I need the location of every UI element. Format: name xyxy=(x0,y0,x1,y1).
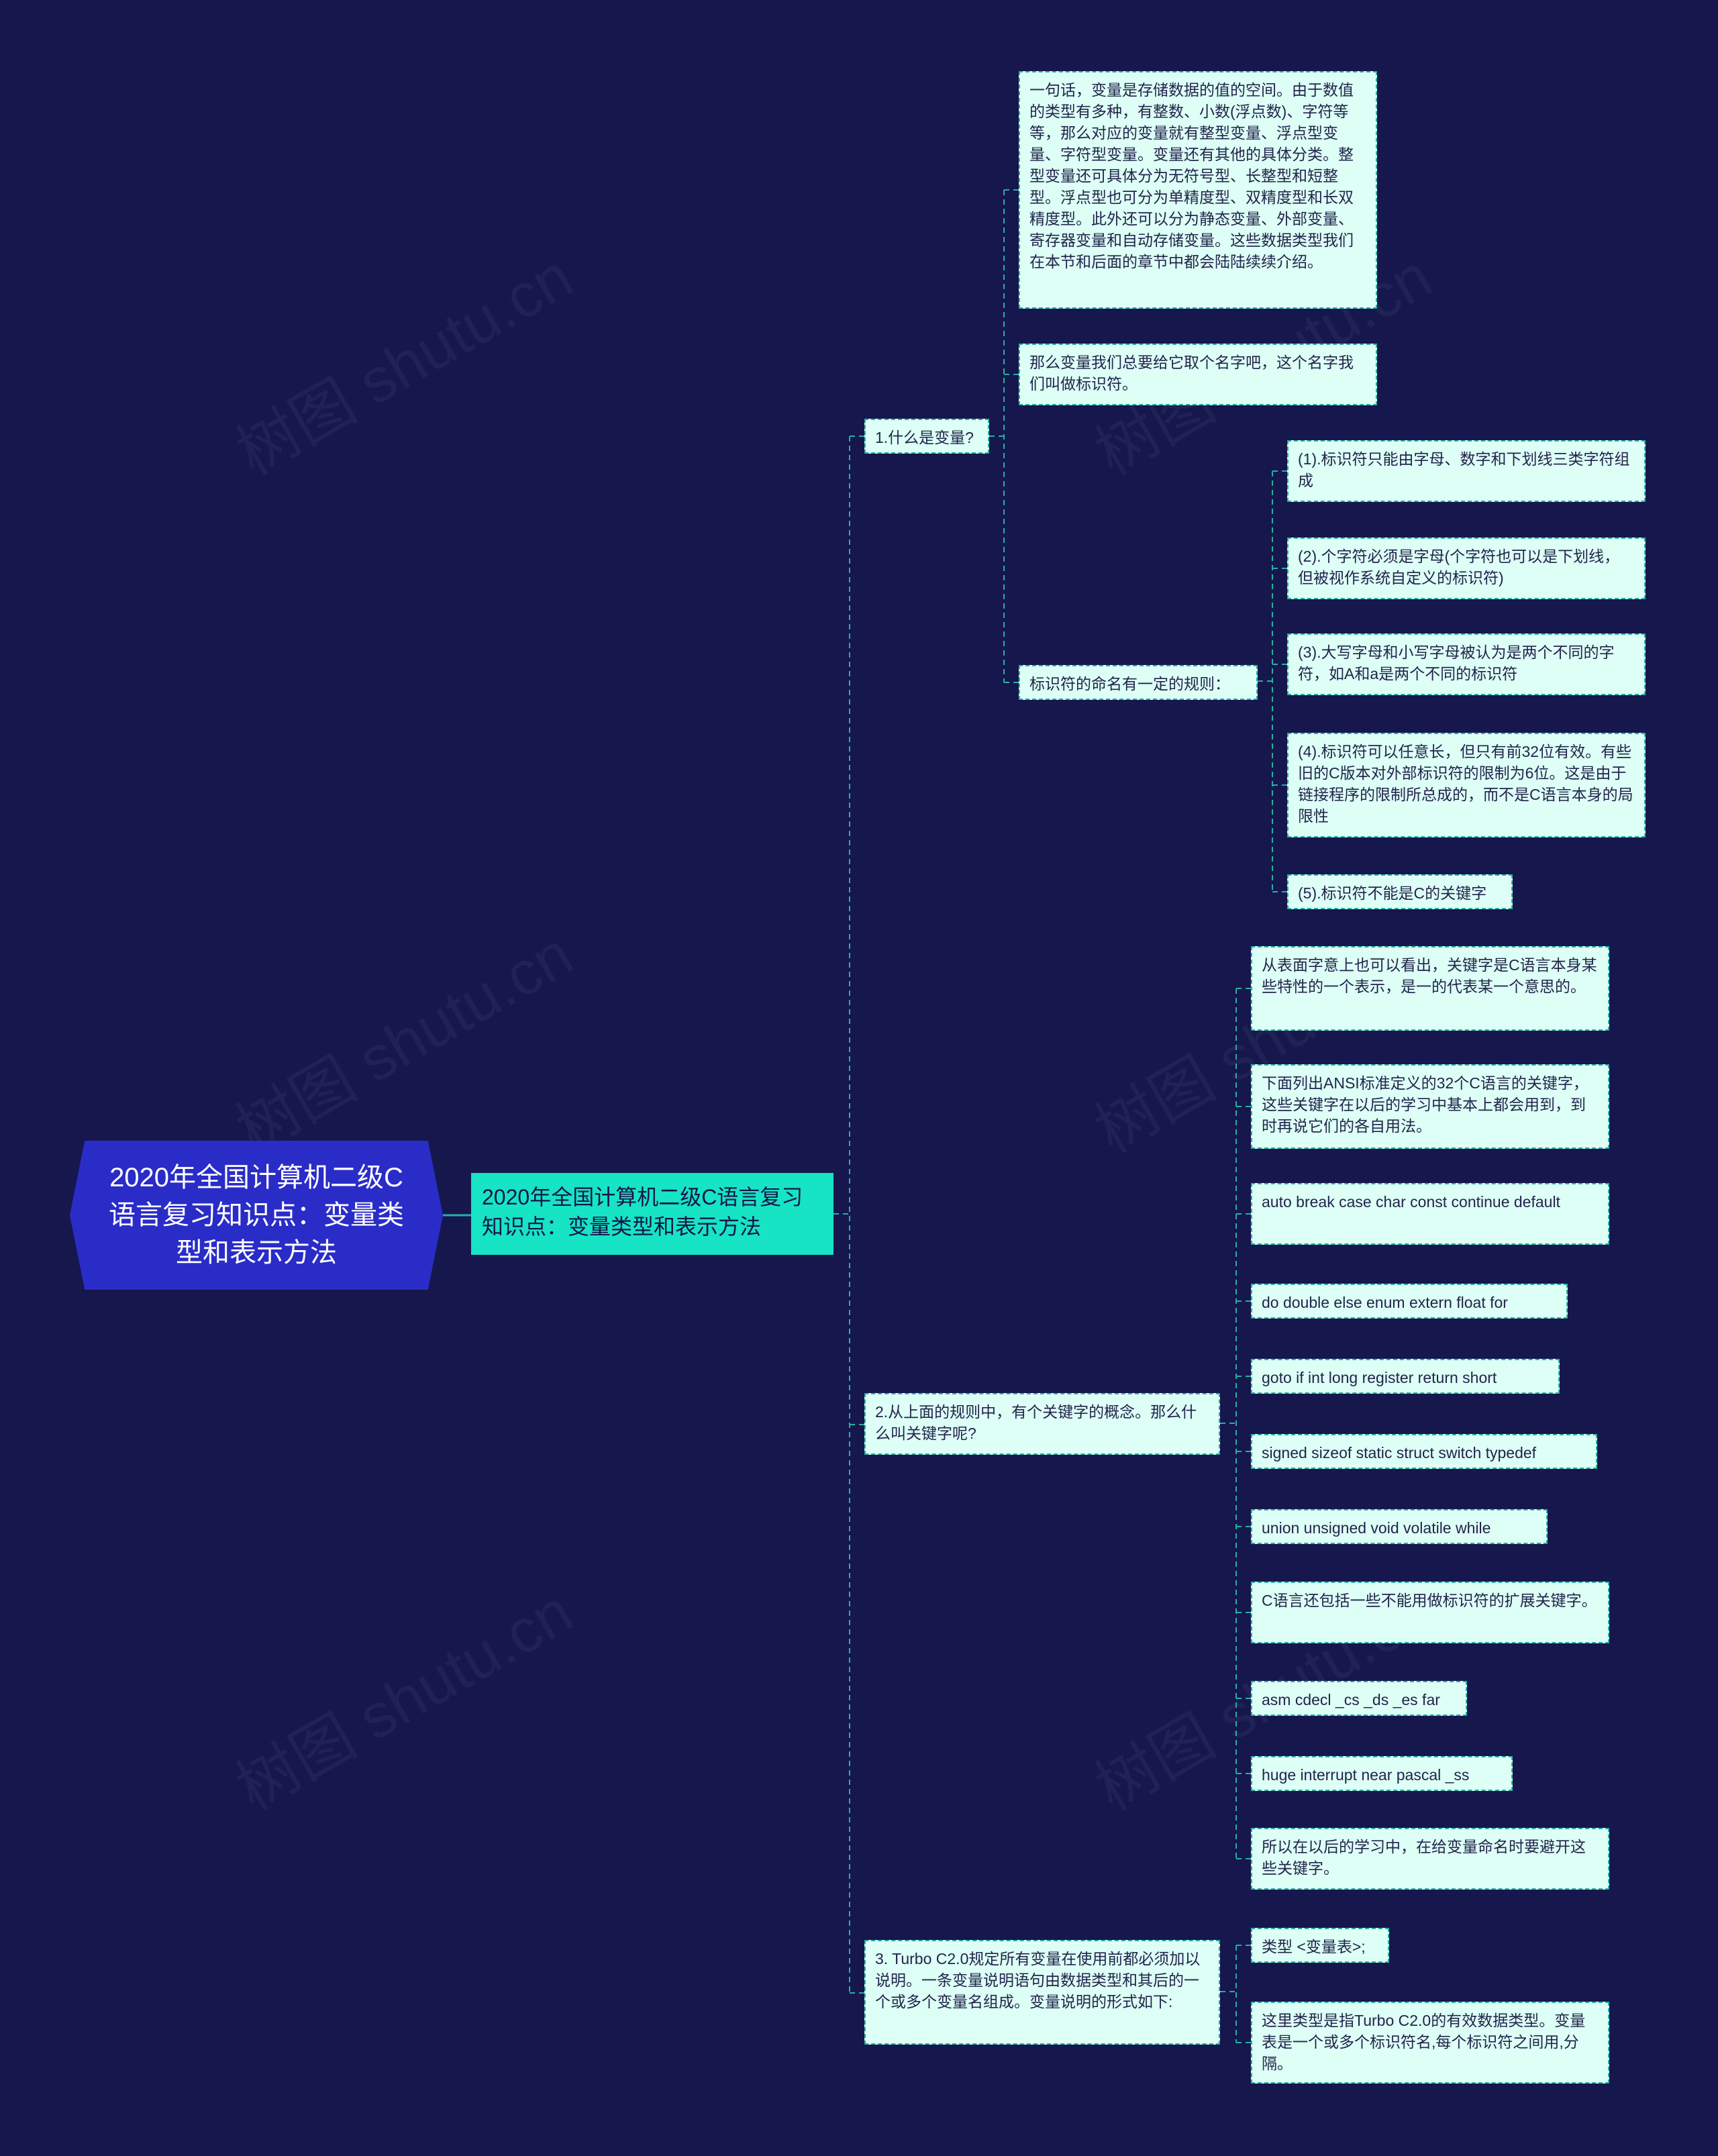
topic-label: 从表面字意上也可以看出，关键字是C语言本身某些特性的一个表示，是一的代表某一个意… xyxy=(1262,956,1597,995)
topic-label: 标识符的命名有一定的规则： xyxy=(1029,675,1230,692)
declaration-item[interactable]: 这里类型是指Turbo C2.0的有效数据类型。变量表是一个或多个标识符名,每个… xyxy=(1251,2002,1609,2084)
root-topic[interactable]: 2020年全国计算机二级C语言复习知识点：变量类型和表示方法 xyxy=(70,1141,443,1290)
topic-label: 1.什么是变量? xyxy=(875,429,974,446)
topic-label: 下面列出ANSI标准定义的32个C语言的关键字，这些关键字在以后的学习中基本上都… xyxy=(1262,1074,1588,1135)
keyword-item[interactable]: huge interrupt near pascal _ss xyxy=(1251,1756,1513,1791)
topic-label: 所以在以后的学习中，在给变量命名时要避开这些关键字。 xyxy=(1262,1838,1586,1877)
keyword-item[interactable]: goto if int long register return short xyxy=(1251,1359,1560,1394)
topic-label: (3).大写字母和小写字母被认为是两个不同的字符，如A和a是两个不同的标识符 xyxy=(1298,644,1615,682)
identifier-intro-note[interactable]: 那么变量我们总要给它取个名字吧，这个名字我们叫做标识符。 xyxy=(1019,344,1377,405)
topic-label: 3. Turbo C2.0规定所有变量在使用前都必须加以说明。一条变量说明语句由… xyxy=(875,1950,1201,2010)
keyword-item[interactable]: 所以在以后的学习中，在给变量命名时要避开这些关键字。 xyxy=(1251,1828,1609,1890)
topic-label: 这里类型是指Turbo C2.0的有效数据类型。变量表是一个或多个标识符名,每个… xyxy=(1262,2012,1586,2072)
main-topic[interactable]: 2020年全国计算机二级C语言复习知识点：变量类型和表示方法 xyxy=(471,1173,833,1255)
variable-definition-note[interactable]: 一句话，变量是存储数据的值的空间。由于数值的类型有多种，有整数、小数(浮点数)、… xyxy=(1019,71,1377,309)
rule-item[interactable]: (3).大写字母和小写字母被认为是两个不同的字符，如A和a是两个不同的标识符 xyxy=(1287,633,1646,695)
keyword-item[interactable]: 下面列出ANSI标准定义的32个C语言的关键字，这些关键字在以后的学习中基本上都… xyxy=(1251,1064,1609,1149)
topic-keyword-concept[interactable]: 2.从上面的规则中，有个关键字的概念。那么什么叫关键字呢? xyxy=(864,1393,1220,1455)
keyword-item[interactable]: signed sizeof static struct switch typed… xyxy=(1251,1434,1597,1469)
topic-label: (4).标识符可以任意长，但只有前32位有效。有些旧的C版本对外部标识符的限制为… xyxy=(1298,743,1633,825)
topic-what-is-variable[interactable]: 1.什么是变量? xyxy=(864,419,989,454)
keyword-item[interactable]: C语言还包括一些不能用做标识符的扩展关键字。 xyxy=(1251,1582,1609,1643)
topic-variable-declaration[interactable]: 3. Turbo C2.0规定所有变量在使用前都必须加以说明。一条变量说明语句由… xyxy=(864,1940,1220,2045)
root-topic-label: 2020年全国计算机二级C语言复习知识点：变量类型和表示方法 xyxy=(109,1163,404,1268)
topic-label: huge interrupt near pascal _ss xyxy=(1262,1766,1470,1784)
keyword-item[interactable]: asm cdecl _cs _ds _es far xyxy=(1251,1681,1467,1716)
identifier-rules-topic[interactable]: 标识符的命名有一定的规则： xyxy=(1019,665,1258,700)
keyword-item[interactable]: 从表面字意上也可以看出，关键字是C语言本身某些特性的一个表示，是一的代表某一个意… xyxy=(1251,946,1609,1031)
topic-label: signed sizeof static struct switch typed… xyxy=(1262,1444,1537,1461)
topic-label: auto break case char const continue defa… xyxy=(1262,1193,1560,1211)
keyword-item[interactable]: do double else enum extern float for xyxy=(1251,1284,1568,1319)
topic-label: 那么变量我们总要给它取个名字吧，这个名字我们叫做标识符。 xyxy=(1029,354,1354,393)
declaration-item[interactable]: 类型 <变量表>; xyxy=(1251,1928,1389,1963)
rule-item[interactable]: (2).个字符必须是字母(个字符也可以是下划线，但被视作系统自定义的标识符) xyxy=(1287,537,1646,599)
topic-label: goto if int long register return short xyxy=(1262,1369,1497,1386)
topic-label: C语言还包括一些不能用做标识符的扩展关键字。 xyxy=(1262,1592,1597,1609)
keyword-item[interactable]: union unsigned void volatile while xyxy=(1251,1509,1548,1544)
topic-label: 类型 <变量表>; xyxy=(1262,1938,1366,1955)
main-topic-label: 2020年全国计算机二级C语言复习知识点：变量类型和表示方法 xyxy=(482,1185,803,1239)
rule-item[interactable]: (4).标识符可以任意长，但只有前32位有效。有些旧的C版本对外部标识符的限制为… xyxy=(1287,733,1646,837)
topic-label: 一句话，变量是存储数据的值的空间。由于数值的类型有多种，有整数、小数(浮点数)、… xyxy=(1029,81,1354,270)
topic-label: do double else enum extern float for xyxy=(1262,1294,1508,1311)
rule-item[interactable]: (1).标识符只能由字母、数字和下划线三类字符组成 xyxy=(1287,440,1646,502)
topic-label: (2).个字符必须是字母(个字符也可以是下划线，但被视作系统自定义的标识符) xyxy=(1298,548,1620,586)
rule-item[interactable]: (5).标识符不能是C的关键字 xyxy=(1287,874,1513,909)
keyword-item[interactable]: auto break case char const continue defa… xyxy=(1251,1183,1609,1245)
topic-label: (5).标识符不能是C的关键字 xyxy=(1298,884,1487,902)
topic-label: 2.从上面的规则中，有个关键字的概念。那么什么叫关键字呢? xyxy=(875,1403,1197,1442)
topic-label: asm cdecl _cs _ds _es far xyxy=(1262,1691,1440,1708)
topic-label: (1).标识符只能由字母、数字和下划线三类字符组成 xyxy=(1298,450,1630,489)
topic-label: union unsigned void volatile while xyxy=(1262,1519,1491,1537)
